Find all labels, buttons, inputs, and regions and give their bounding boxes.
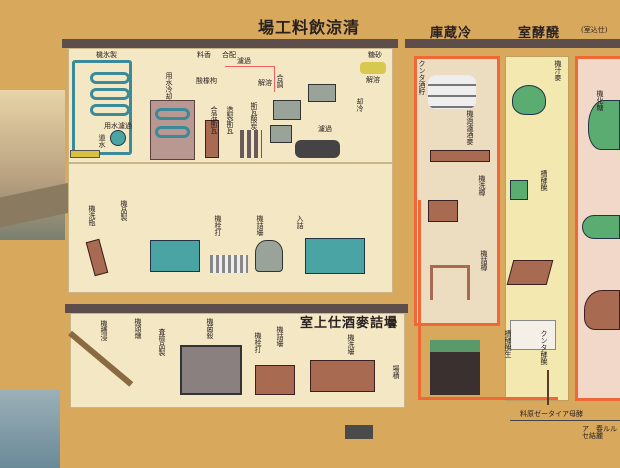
label: 用水冷却 <box>165 72 173 100</box>
label: 槽酵醗 <box>540 170 548 191</box>
washer-machine <box>310 360 375 392</box>
bottling-room-title: 室上仕酒麥詰壜 <box>300 316 399 331</box>
filter-tank <box>110 130 126 146</box>
label: 機汁麥 <box>554 60 562 81</box>
label: 濾過 <box>318 125 332 133</box>
ice-machine-pipe <box>72 60 132 155</box>
label: 機氷製 <box>96 51 117 59</box>
bottling-machine <box>255 240 283 272</box>
label: 機栓打 <box>214 215 222 236</box>
sugar-sacks <box>360 62 386 74</box>
label: 道水 <box>98 134 106 148</box>
label: 機洗瓶 <box>88 205 96 226</box>
label: 機化糖 <box>596 90 604 111</box>
fermentation-tank <box>510 320 556 350</box>
label: 機洗壜 <box>347 334 355 355</box>
cooling-coil <box>155 108 190 120</box>
header-bar <box>62 39 398 48</box>
cooler-drum <box>582 215 620 239</box>
delivery-truck <box>345 425 373 439</box>
divider-line <box>510 420 620 421</box>
label: 酸橡枸 <box>196 77 217 85</box>
product-machine <box>150 240 200 272</box>
label: 機洗樽 <box>478 175 486 196</box>
filter-pump <box>295 140 340 158</box>
riverbank <box>0 390 60 468</box>
brew-kettle <box>512 85 546 115</box>
filler-machine <box>255 365 295 395</box>
label: 機詰壜 <box>256 215 264 236</box>
label: 却冷 <box>356 98 364 112</box>
cellar-entrance <box>430 340 480 395</box>
label: 機槽浸 <box>100 320 108 341</box>
gas-cylinders <box>240 130 262 158</box>
label: 機詰樽 <box>480 250 488 271</box>
sterilizer <box>180 345 242 395</box>
label: クンタ酵醗 <box>540 330 548 365</box>
yeast-arrow <box>547 370 549 405</box>
label: 機菌殺 <box>206 318 214 339</box>
preparation-room-label: (室込仕) <box>581 26 608 34</box>
label: 査檢品製 <box>158 328 166 356</box>
label: 斯瓦酸炭 <box>250 102 258 130</box>
label: 造製斯瓦 <box>226 106 234 134</box>
copper-kettle <box>584 290 620 330</box>
label: 場積 <box>392 365 400 379</box>
mixing-tank <box>308 84 336 102</box>
label: 合混斯瓦 <box>210 106 218 134</box>
header-bar <box>405 39 620 48</box>
label: 濾過 <box>237 57 251 65</box>
water-main <box>70 150 100 158</box>
cooling-coil <box>90 88 130 100</box>
label: 機品製 <box>120 200 128 221</box>
label: 機栓打 <box>254 332 262 353</box>
gas-mixer <box>205 120 219 158</box>
label: 解溶 <box>366 76 380 84</box>
fermenter <box>510 180 528 200</box>
yeast-material-label: 料原ゼータイア母酵 <box>520 410 583 418</box>
cooling-coil <box>90 104 130 116</box>
footer-note: ア 春ルルセ結麗 <box>582 425 617 440</box>
keg-washer <box>428 200 458 222</box>
label: 糖砂 <box>368 51 382 59</box>
fermentation-room-title: 室酵醗 <box>518 26 561 41</box>
label: 合配 <box>222 51 236 59</box>
label: 合調 <box>276 74 284 88</box>
flavor-line <box>225 66 275 92</box>
label: 解溶 <box>258 79 272 87</box>
mixing-tank <box>270 125 292 143</box>
label: 入詰 <box>296 215 304 229</box>
soft-drink-factory-title: 場工料飲涼清 <box>258 18 361 37</box>
beer-line <box>418 200 558 400</box>
label: 料香 <box>197 51 211 59</box>
header-bar <box>65 304 408 313</box>
capping-machine <box>210 255 248 273</box>
label: 槽酵醗生 <box>504 330 512 358</box>
cooling-coil <box>90 72 130 84</box>
label: 機詰壜 <box>276 326 284 347</box>
cooling-coil <box>155 126 190 138</box>
filling-machine <box>305 238 365 274</box>
label: 用水濾過 <box>104 122 132 130</box>
barrel-rack <box>430 150 490 162</box>
storage-barrels <box>428 75 476 109</box>
label: クンタ酒貯 <box>418 60 426 95</box>
cold-storage-title: 庫蔵冷 <box>430 26 473 41</box>
keg-filler <box>430 265 470 300</box>
mash-tun <box>588 100 620 150</box>
label: 機頭燻 <box>134 318 142 339</box>
mixing-tank <box>273 100 301 120</box>
label: 機過濾酒麥 <box>466 110 474 145</box>
